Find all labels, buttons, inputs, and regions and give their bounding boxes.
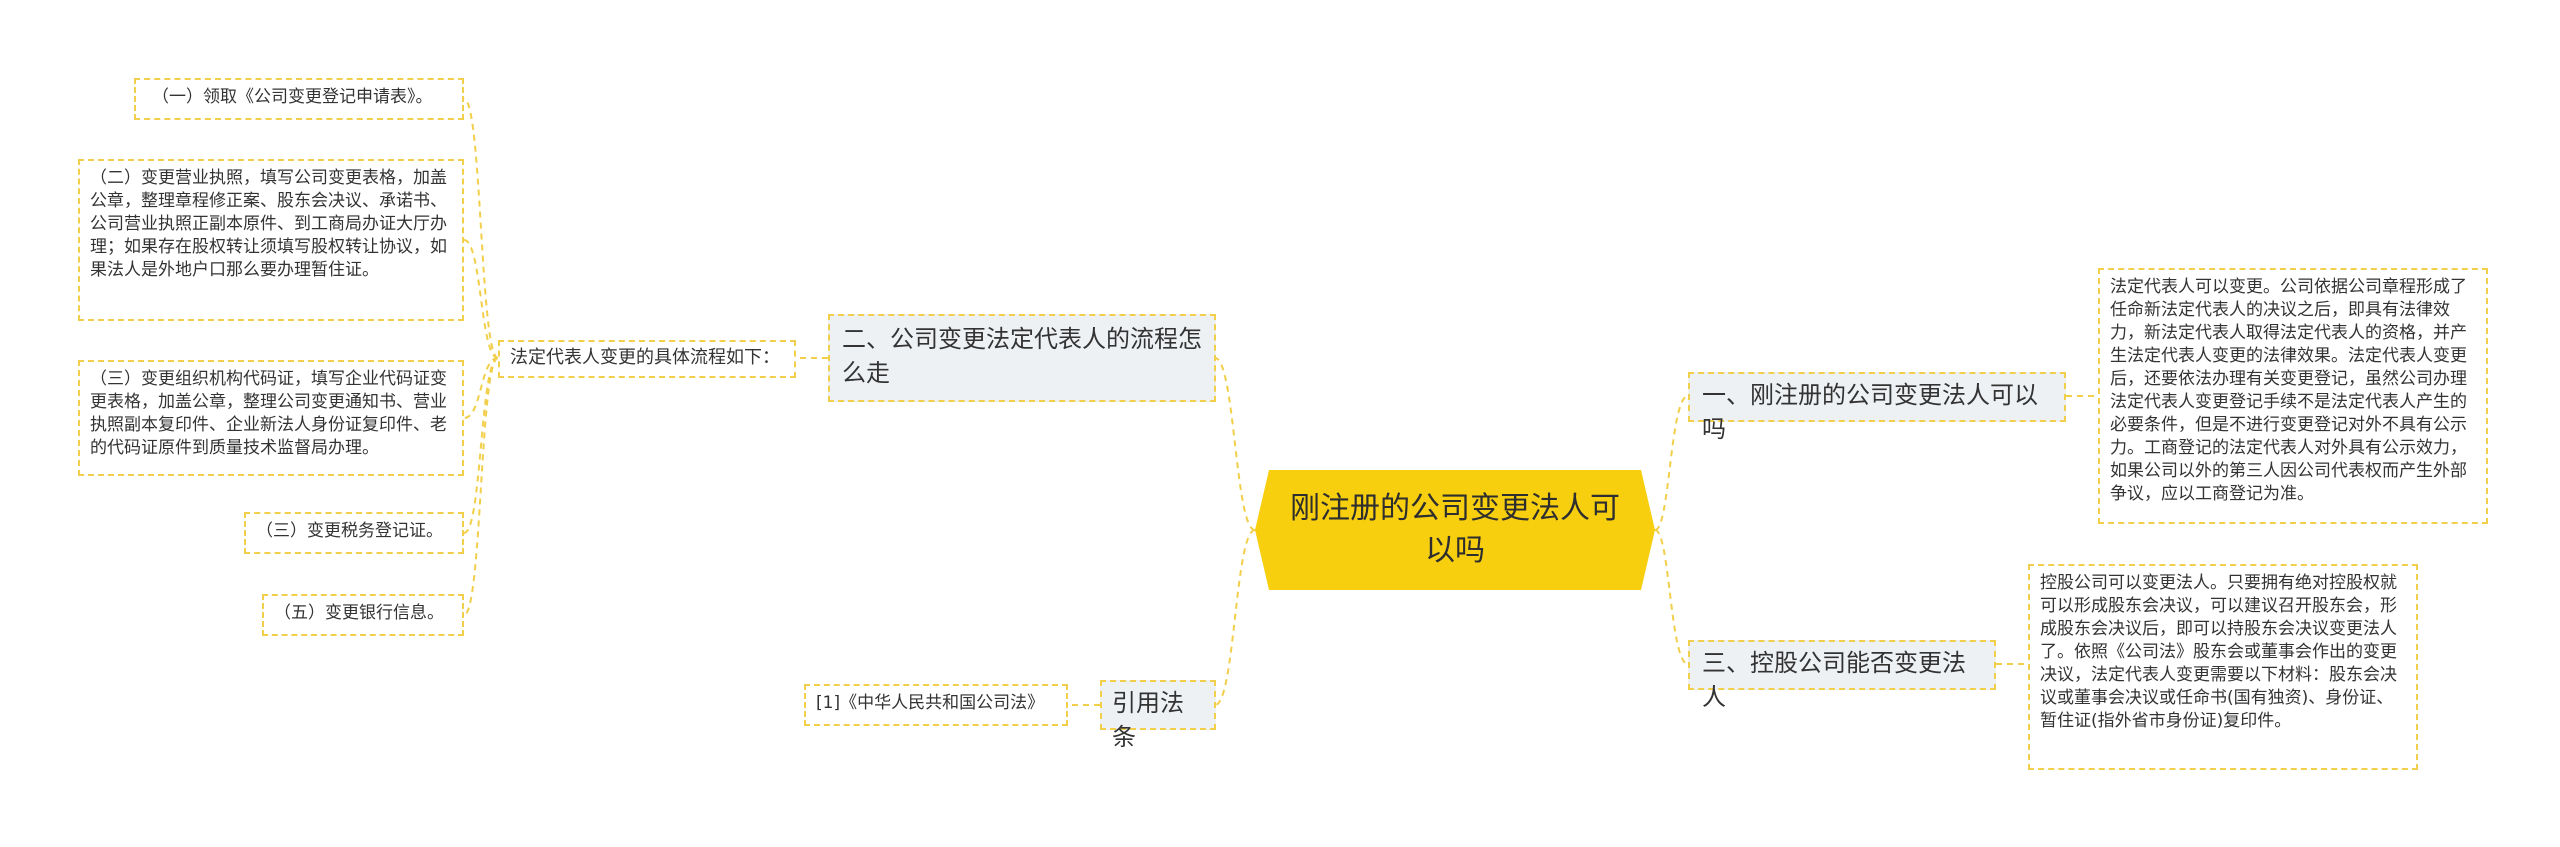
process-step-5[interactable]: （五）变更银行信息。 <box>262 594 464 636</box>
branch-q1-title: 一、刚注册的公司变更法人可以吗 <box>1702 381 2038 443</box>
link-center-citation <box>1214 529 1256 706</box>
branch-process-title: 二、公司变更法定代表人的流程怎么走 <box>842 325 1202 387</box>
link-intro-step3 <box>463 357 499 419</box>
process-intro[interactable]: 法定代表人变更的具体流程如下： <box>498 340 796 378</box>
branch-q2-title: 三、控股公司能否变更法人 <box>1702 649 1966 711</box>
process-step-2[interactable]: （二）变更营业执照，填写公司变更表格，加盖公章，整理章程修正案、股东会决议、承诺… <box>78 159 464 321</box>
process-step-2-text: （二）变更营业执照，填写公司变更表格，加盖公章，整理章程修正案、股东会决议、承诺… <box>90 168 447 280</box>
link-intro-step5 <box>463 357 499 616</box>
branch-citation-title: 引用法条 <box>1112 689 1184 751</box>
q1-answer[interactable]: 法定代表人可以变更。公司依据公司章程形成了任命新法定代表人的决议之后，即具有法律… <box>2098 268 2488 524</box>
process-step-3[interactable]: （三）变更组织机构代码证，填写企业代码证变更表格，加盖公章，整理公司变更通知书、… <box>78 360 464 476</box>
process-intro-text: 法定代表人变更的具体流程如下： <box>510 347 780 368</box>
central-topic-text: 刚注册的公司变更法人可以吗 <box>1290 491 1620 568</box>
branch-q2[interactable]: 三、控股公司能否变更法人 <box>1688 640 1996 711</box>
process-step-3-text: （三）变更组织机构代码证，填写企业代码证变更表格，加盖公章，整理公司变更通知书、… <box>90 369 447 458</box>
branch-q1[interactable]: 一、刚注册的公司变更法人可以吗 <box>1688 372 2066 443</box>
q1-answer-text: 法定代表人可以变更。公司依据公司章程形成了任命新法定代表人的决议之后，即具有法律… <box>2110 277 2467 504</box>
link-center-q1 <box>1654 395 1689 531</box>
link-center-q2 <box>1654 529 1689 665</box>
q2-answer-text: 控股公司可以变更法人。只要拥有绝对控股权就可以形成股东会决议，可以建议召开股东会… <box>2040 573 2397 731</box>
branch-process[interactable]: 二、公司变更法定代表人的流程怎么走 <box>828 314 1216 402</box>
citation-item-text: [1]《中华人民共和国公司法》 <box>816 693 1045 713</box>
central-topic[interactable]: 刚注册的公司变更法人可以吗 <box>1255 470 1655 590</box>
link-center-process <box>1214 357 1256 531</box>
process-step-5-text: （五）变更银行信息。 <box>274 603 444 623</box>
process-step-4[interactable]: （三）变更税务登记证。 <box>244 512 464 554</box>
link-intro-step4 <box>463 357 499 534</box>
q2-answer[interactable]: 控股公司可以变更法人。只要拥有绝对控股权就可以形成股东会决议，可以建议召开股东会… <box>2028 564 2418 770</box>
citation-item[interactable]: [1]《中华人民共和国公司法》 <box>804 684 1068 726</box>
process-step-4-text: （三）变更税务登记证。 <box>256 521 443 541</box>
link-intro-step2 <box>463 239 499 359</box>
process-step-1[interactable]: （一）领取《公司变更登记申请表》。 <box>134 78 464 120</box>
branch-citation[interactable]: 引用法条 <box>1100 680 1216 751</box>
link-intro-step1 <box>463 98 499 359</box>
process-step-1-text: （一）领取《公司变更登记申请表》。 <box>152 87 433 107</box>
